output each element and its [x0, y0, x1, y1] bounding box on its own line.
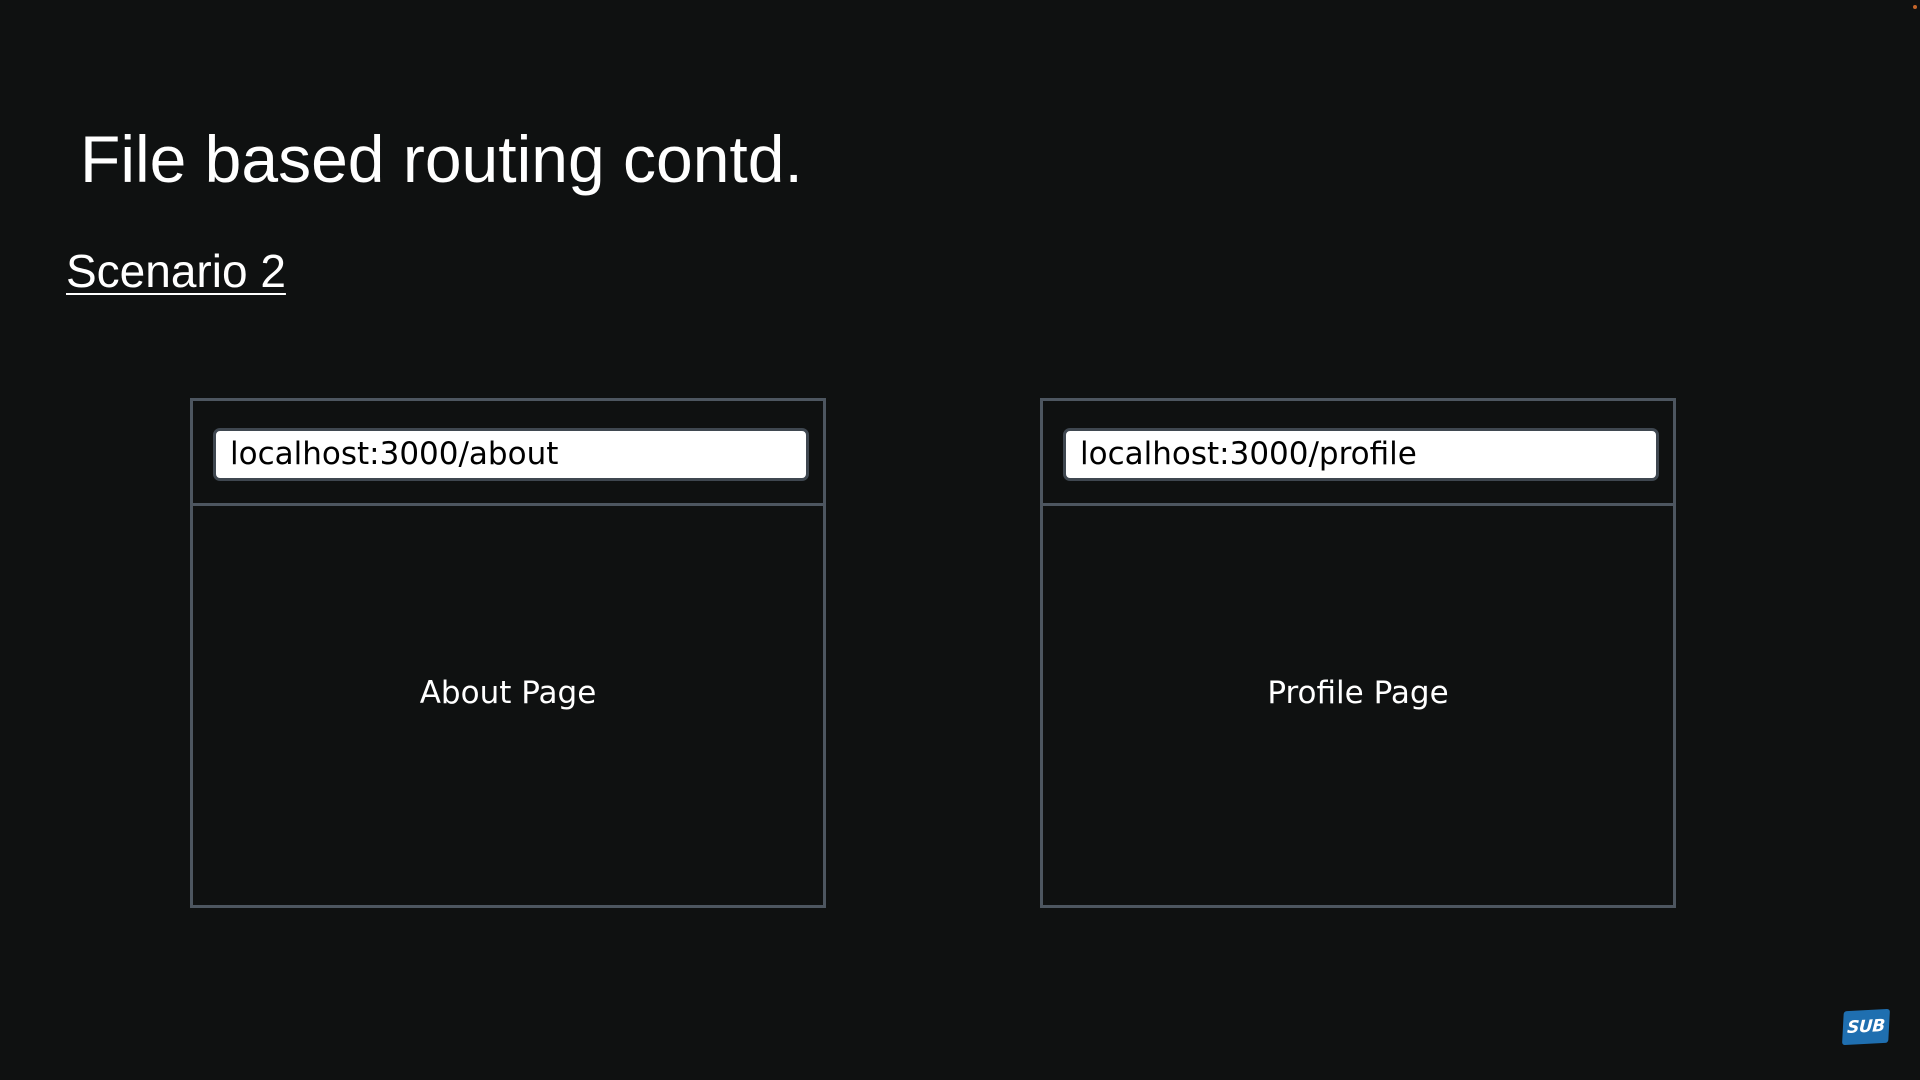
slide-title: File based routing contd.	[80, 122, 803, 196]
page-content-label: About Page	[419, 675, 597, 711]
corner-indicator-dot	[1913, 5, 1917, 9]
address-bar[interactable]: localhost:3000/about	[213, 428, 809, 481]
slide-subtitle: Scenario 2	[66, 245, 286, 297]
browser-toolbar: localhost:3000/profile	[1043, 401, 1673, 506]
address-bar[interactable]: localhost:3000/profile	[1063, 428, 1659, 481]
browser-window-about: localhost:3000/about About Page	[190, 398, 826, 908]
browser-window-profile: localhost:3000/profile Profile Page	[1040, 398, 1676, 908]
subscribe-badge[interactable]: SUB	[1842, 1008, 1890, 1046]
browser-toolbar: localhost:3000/about	[193, 401, 823, 506]
page-content-label: Profile Page	[1267, 675, 1449, 711]
